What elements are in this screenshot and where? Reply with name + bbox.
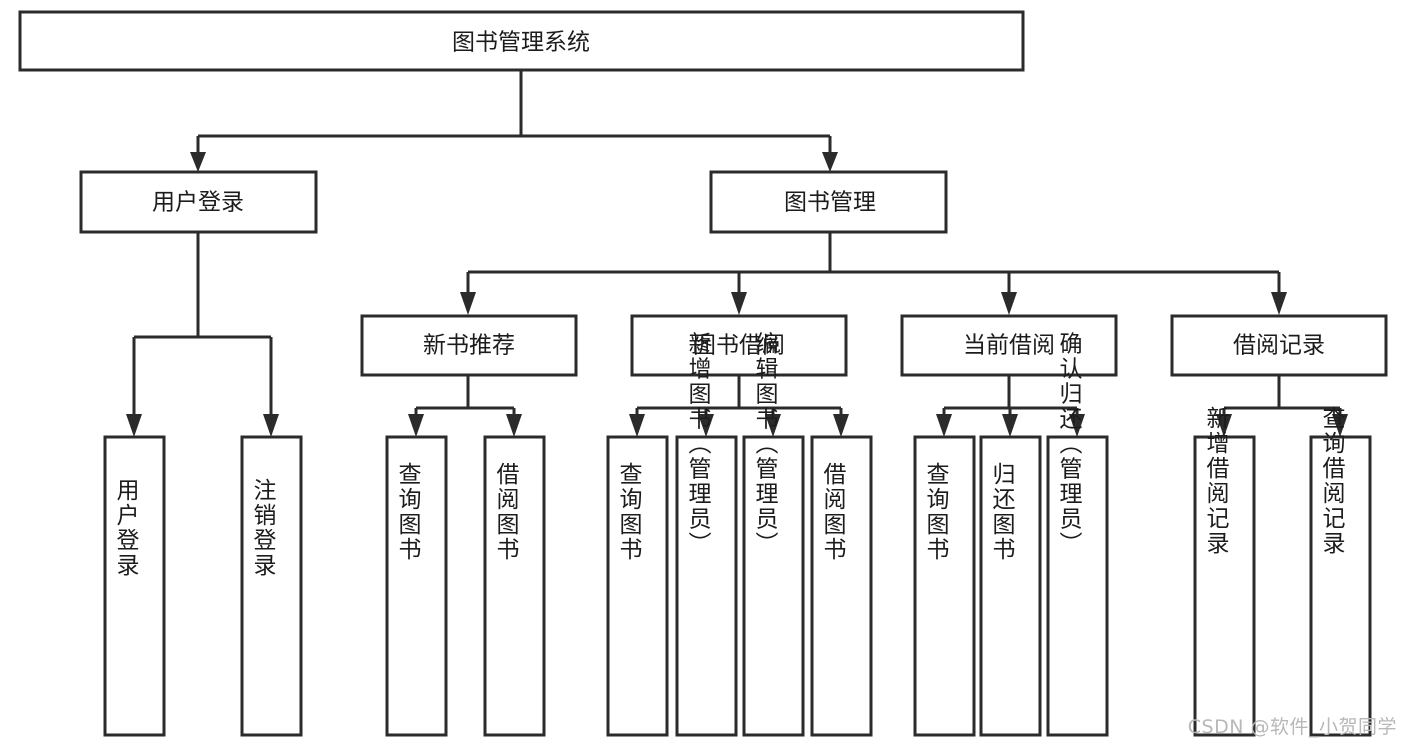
node-leaf-add-book-label: 新增图书（管理员）	[684, 332, 712, 557]
node-current-borrow[interactable]: 当前借阅	[900, 314, 1118, 377]
arrow-br-leaf-1	[1216, 414, 1232, 437]
node-root-box[interactable]	[18, 10, 1025, 72]
node-leaf-edit-book[interactable]: 编辑图书（管理员）	[742, 332, 805, 737]
arrow-bb-leaf-4	[833, 414, 849, 437]
node-book-borrow[interactable]: 图书借阅	[630, 314, 848, 377]
node-book-management-box[interactable]	[709, 170, 948, 234]
node-leaf-edit-book-box[interactable]	[742, 435, 805, 737]
node-current-borrow-label: 当前借阅	[963, 333, 1055, 359]
node-borrow-record[interactable]: 借阅记录	[1170, 314, 1388, 377]
arrow-nbr-leaf-1	[408, 414, 424, 437]
node-leaf-return-book[interactable]: 归还图书	[979, 435, 1042, 737]
node-user-login-label: 用户登录	[152, 190, 244, 216]
node-leaf-query-record-label: 查询借阅记录	[1318, 406, 1346, 556]
arrow-bm-to-borrow-record	[1271, 292, 1287, 315]
arrow-root-to-user-login	[190, 152, 206, 172]
node-leaf-user-login[interactable]: 用户登录	[103, 435, 166, 737]
node-leaf-return-book-box[interactable]	[979, 435, 1042, 737]
node-leaf-query-book-2-box[interactable]	[606, 435, 669, 737]
arrow-bb-leaf-2	[698, 414, 714, 437]
node-leaf-confirm-return[interactable]: 确认归还（管理员）	[1046, 332, 1109, 737]
node-leaf-confirm-return-label: 确认归还（管理员）	[1055, 332, 1083, 557]
arrow-bm-to-new-book-recommend	[460, 292, 476, 315]
node-leaf-return-book-label: 归还图书	[988, 462, 1016, 562]
node-new-book-recommend-label: 新书推荐	[423, 333, 515, 359]
arrow-user-login-leaf-2	[263, 414, 279, 437]
node-leaf-add-record[interactable]: 新增借阅记录	[1193, 406, 1256, 737]
node-leaf-borrow-book-1-box[interactable]	[483, 435, 546, 737]
node-leaf-query-book-1[interactable]: 查询图书	[385, 435, 448, 737]
node-leaf-borrow-book-1[interactable]: 借阅图书	[483, 435, 546, 737]
node-leaf-user-login-label: 用户登录	[112, 478, 140, 578]
node-leaf-edit-book-label: 编辑图书（管理员）	[751, 332, 779, 557]
node-leaf-add-book[interactable]: 新增图书（管理员）	[675, 332, 738, 737]
node-user-login-box[interactable]	[79, 170, 318, 234]
node-book-management-label: 图书管理	[784, 190, 876, 216]
node-leaf-logout-box[interactable]	[240, 435, 303, 737]
node-leaf-query-record[interactable]: 查询借阅记录	[1309, 406, 1372, 737]
node-root-label: 图书管理系统	[452, 30, 590, 56]
node-new-book-recommend-box[interactable]	[360, 314, 578, 377]
arrow-user-login-leaf-1	[126, 414, 142, 437]
arrow-bb-leaf-1	[629, 414, 645, 437]
node-leaf-query-book-1-box[interactable]	[385, 435, 448, 737]
node-book-management[interactable]: 图书管理	[709, 170, 948, 234]
arrow-bb-leaf-3	[765, 414, 781, 437]
arrow-root-to-book-management	[822, 152, 838, 172]
node-leaf-borrow-book-2[interactable]: 借阅图书	[810, 435, 873, 737]
node-leaf-borrow-book-1-label: 借阅图书	[492, 462, 520, 562]
arrow-bm-to-current-borrow	[1001, 292, 1017, 315]
node-borrow-record-label: 借阅记录	[1233, 333, 1325, 359]
node-leaf-user-login-box[interactable]	[103, 435, 166, 737]
arrow-cb-leaf-3	[1069, 414, 1085, 437]
connector-layer	[126, 70, 1348, 437]
node-leaf-add-record-box[interactable]	[1193, 435, 1256, 737]
node-leaf-query-book-2[interactable]: 查询图书	[606, 435, 669, 737]
node-root[interactable]: 图书管理系统	[18, 10, 1025, 72]
node-leaf-logout-label: 注销登录	[249, 478, 277, 578]
node-leaf-query-book-3-box[interactable]	[913, 435, 976, 737]
node-leaf-query-book-2-label: 查询图书	[615, 462, 643, 562]
node-leaf-query-book-3-label: 查询图书	[922, 462, 950, 562]
node-leaf-add-record-label: 新增借阅记录	[1202, 406, 1230, 556]
node-new-book-recommend[interactable]: 新书推荐	[360, 314, 578, 377]
node-current-borrow-box[interactable]	[900, 314, 1118, 377]
arrow-bm-to-book-borrow	[731, 292, 747, 315]
node-leaf-logout[interactable]: 注销登录	[240, 435, 303, 737]
arrow-br-leaf-2	[1332, 414, 1348, 437]
node-leaf-borrow-book-2-label: 借阅图书	[819, 462, 847, 562]
arrow-cb-leaf-1	[936, 414, 952, 437]
node-borrow-record-box[interactable]	[1170, 314, 1388, 377]
node-leaf-query-book-3[interactable]: 查询图书	[913, 435, 976, 737]
node-leaf-borrow-book-2-box[interactable]	[810, 435, 873, 737]
arrow-nbr-leaf-2	[506, 414, 522, 437]
node-leaf-query-book-1-label: 查询图书	[394, 462, 422, 562]
node-leaf-query-record-box[interactable]	[1309, 435, 1372, 737]
node-leaf-add-book-box[interactable]	[675, 435, 738, 737]
arrow-cb-leaf-2	[1002, 414, 1018, 437]
node-book-borrow-label: 图书借阅	[693, 333, 785, 359]
node-leaf-confirm-return-box[interactable]	[1046, 435, 1109, 737]
node-book-borrow-box[interactable]	[630, 314, 848, 377]
node-user-login[interactable]: 用户登录	[79, 170, 318, 234]
